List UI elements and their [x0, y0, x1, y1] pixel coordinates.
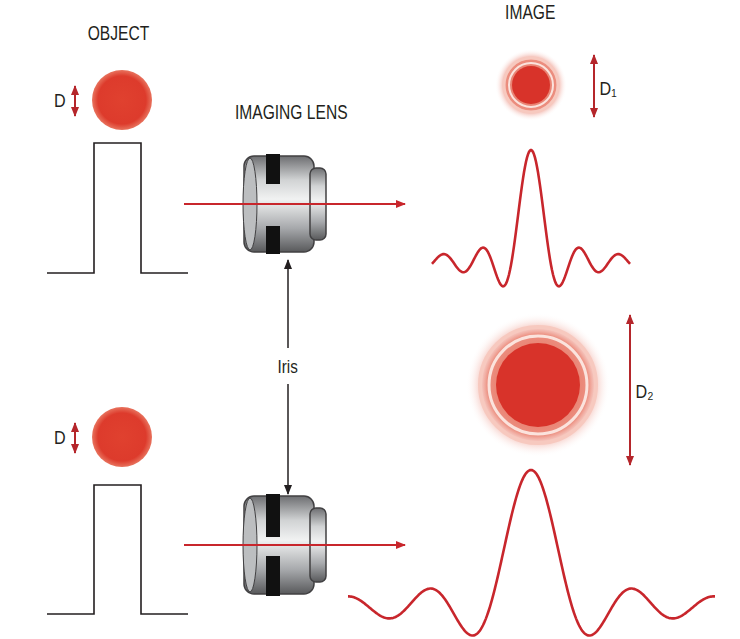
light-ray — [184, 203, 405, 205]
iris-blade — [266, 154, 280, 184]
leader-line — [287, 384, 289, 494]
iris-blade — [266, 226, 280, 254]
dimension-arrow — [593, 55, 595, 117]
part-name: IMAGING LENS — [235, 102, 348, 122]
dimension-label: D — [54, 428, 66, 447]
part-name: Iris — [278, 357, 298, 376]
dimension-label: D₁ — [599, 79, 616, 98]
object-profile — [47, 485, 188, 614]
airy-pattern — [466, 313, 610, 457]
dimension-arrow — [629, 315, 631, 465]
object-profile — [47, 143, 188, 273]
iris-blade — [266, 494, 280, 537]
dimension-arrow — [74, 86, 76, 116]
object-spot — [92, 70, 152, 130]
object-spot — [92, 407, 152, 467]
airy-pattern — [495, 49, 567, 121]
leader-line — [287, 260, 289, 348]
light-ray — [184, 544, 405, 546]
column-heading: IMAGE — [505, 2, 555, 22]
dimension-label: D — [54, 91, 66, 110]
dimension-label: D₂ — [636, 382, 654, 401]
intensity-profile — [348, 470, 715, 636]
column-heading: OBJECT — [87, 23, 149, 43]
intensity-profile — [432, 150, 630, 286]
dimension-arrow — [74, 423, 76, 453]
iris-blade — [266, 556, 280, 596]
